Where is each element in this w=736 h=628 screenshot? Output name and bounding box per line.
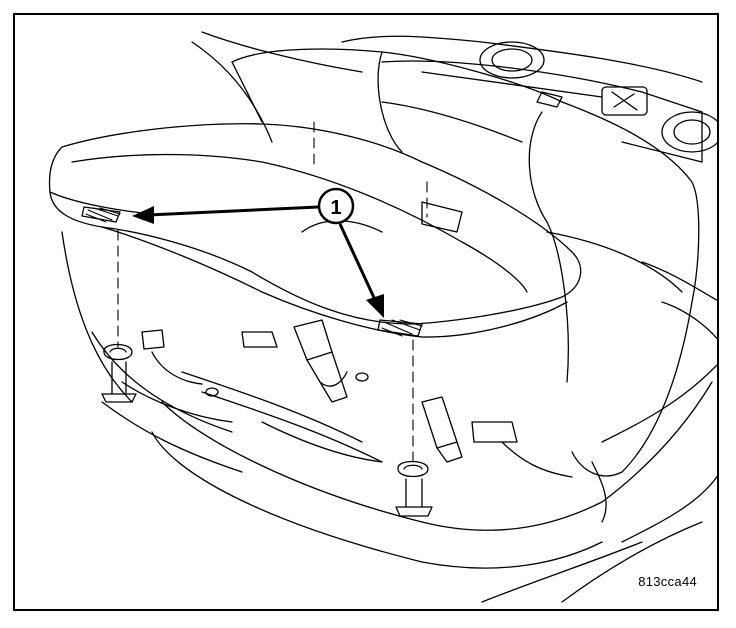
figure-id: 813cca44: [638, 574, 697, 589]
seat-cushion: [48, 123, 582, 338]
callout-arrows: [132, 205, 384, 318]
seat-diagram: 1: [48, 31, 717, 603]
rear-package-shelf: [381, 41, 717, 163]
arrowhead-right: [366, 294, 384, 318]
callout-bubble: 1: [317, 187, 355, 225]
floor-striker-left: [101, 343, 137, 403]
floor-striker-right: [395, 460, 433, 517]
callout-label: 1: [330, 197, 341, 219]
seat-back-latch: [421, 201, 463, 233]
seat-back: [231, 48, 700, 523]
vehicle-body-outline: [61, 31, 717, 603]
seat-belt-buckle-center: [293, 319, 348, 403]
right-speaker: [661, 111, 717, 153]
arrowhead-left: [132, 206, 154, 224]
shelf-bracket: [601, 86, 648, 116]
callout-arrow-right: [338, 223, 378, 303]
seat-belt-buckle-right: [421, 396, 463, 463]
alignment-lines: [117, 121, 428, 465]
diagram-frame: 1 813cca44: [13, 13, 719, 611]
callout-arrow-left: [147, 205, 319, 217]
cushion-hook-left: [81, 206, 121, 223]
cushion-hook-right: [377, 319, 423, 337]
left-speaker: [479, 41, 545, 79]
floor-details: [141, 329, 573, 478]
